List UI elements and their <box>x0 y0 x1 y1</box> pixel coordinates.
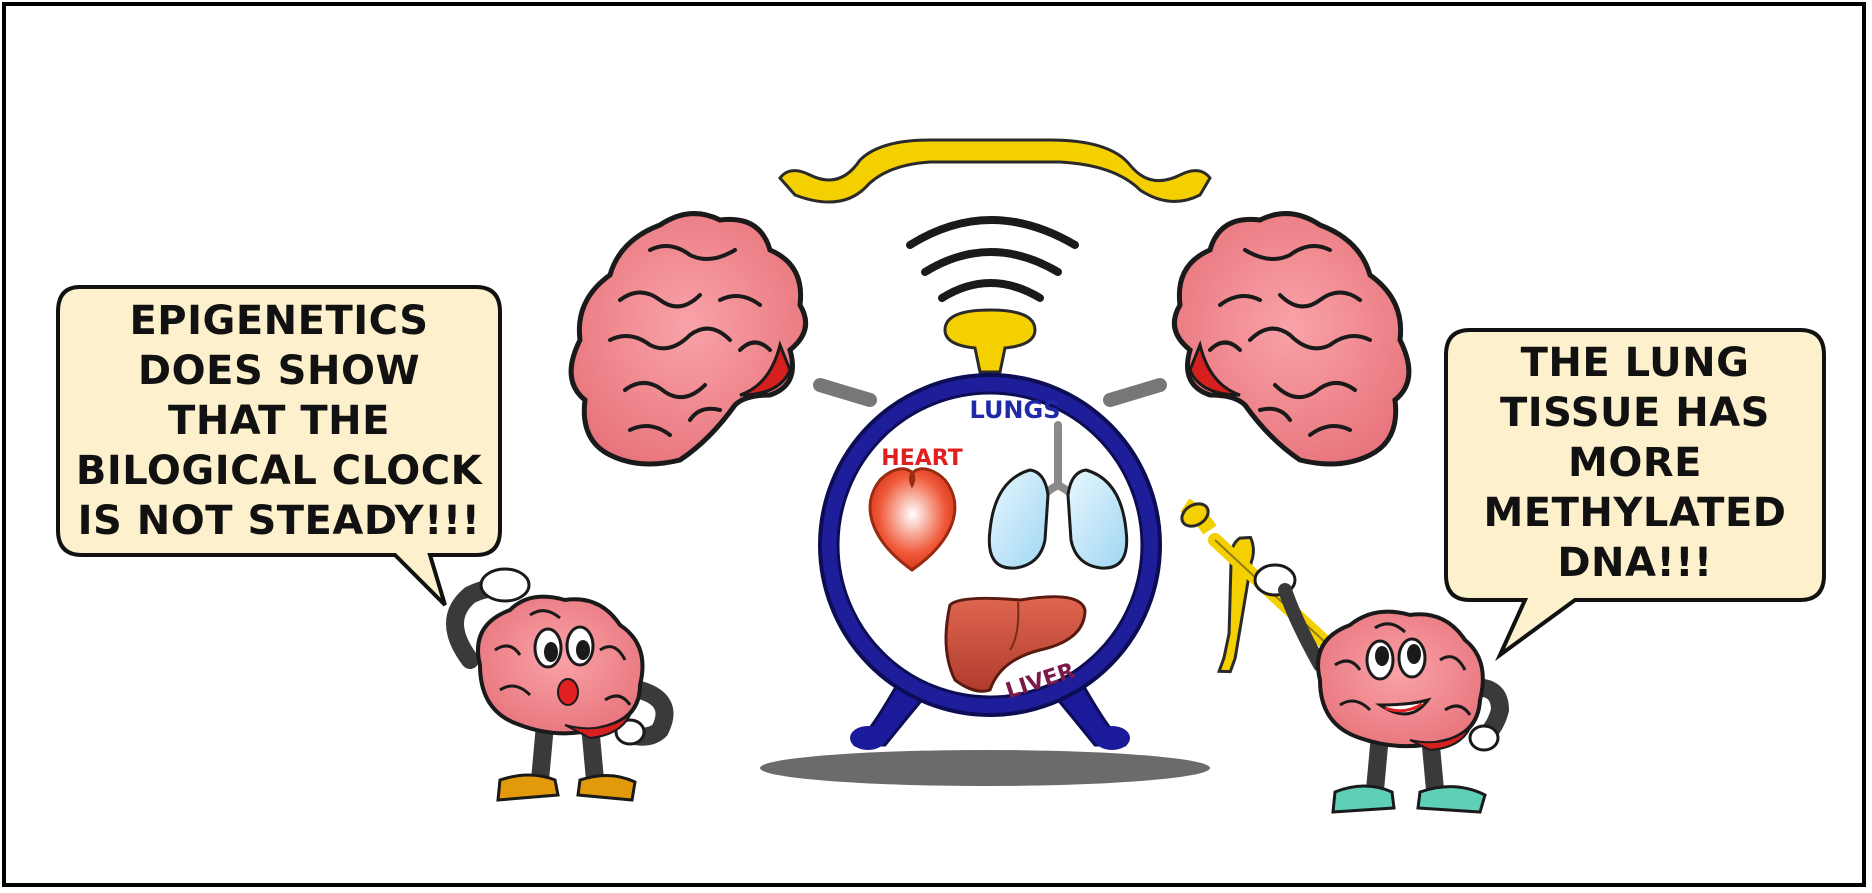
right-bubble-line: MORE <box>1568 440 1702 486</box>
right-speech-bubble <box>1444 328 1826 662</box>
left-character-shoe-right <box>576 774 637 802</box>
left-bell-arm <box>813 378 877 407</box>
left-brain-bell <box>568 211 809 467</box>
clock-bell <box>943 308 1037 374</box>
right-character-shoe-right <box>1416 785 1487 814</box>
right-brain-character <box>1180 498 1510 814</box>
left-bubble-line: THAT THE <box>168 398 390 444</box>
right-brain-bell <box>1171 211 1412 467</box>
right-bubble-line: THE LUNG <box>1520 340 1750 386</box>
right-character-shoe-left <box>1331 784 1396 814</box>
ring-wave-2 <box>921 248 1062 276</box>
right-bell-arm <box>1103 378 1167 407</box>
right-bubble-text: THE LUNG TISSUE HAS MORE METHYLATED DNA!… <box>1446 338 1824 588</box>
right-bubble-line: DNA!!! <box>1557 540 1713 586</box>
liver-organ <box>944 595 1087 693</box>
lungs-label: LUNGS <box>970 396 1061 424</box>
right-bubble-line: TISSUE HAS <box>1500 390 1770 436</box>
left-bubble-line: EPIGENETICS <box>129 298 429 344</box>
left-bubble-text: EPIGENETICS DOES SHOW THAT THE BILOGICAL… <box>58 296 500 546</box>
left-character-shoe-left <box>496 773 560 802</box>
left-brain-character <box>446 567 674 802</box>
left-bubble-line: IS NOT STEADY!!! <box>77 498 481 544</box>
left-speech-bubble <box>56 285 502 607</box>
heart-organ <box>868 467 957 572</box>
lungs-organ <box>987 421 1129 570</box>
left-bubble-line: BILOGICAL CLOCK <box>75 448 483 494</box>
clock-shadow <box>760 750 1210 786</box>
left-character-mouth <box>557 678 579 706</box>
left-bubble-line: DOES SHOW <box>137 348 421 394</box>
heart-label: HEART <box>881 446 962 471</box>
ring-wave-3 <box>938 279 1044 302</box>
ring-wave-1 <box>906 216 1079 249</box>
right-bubble-line: METHYLATED <box>1483 490 1787 536</box>
left-character-glove <box>479 567 531 603</box>
clock-handle <box>778 138 1212 204</box>
